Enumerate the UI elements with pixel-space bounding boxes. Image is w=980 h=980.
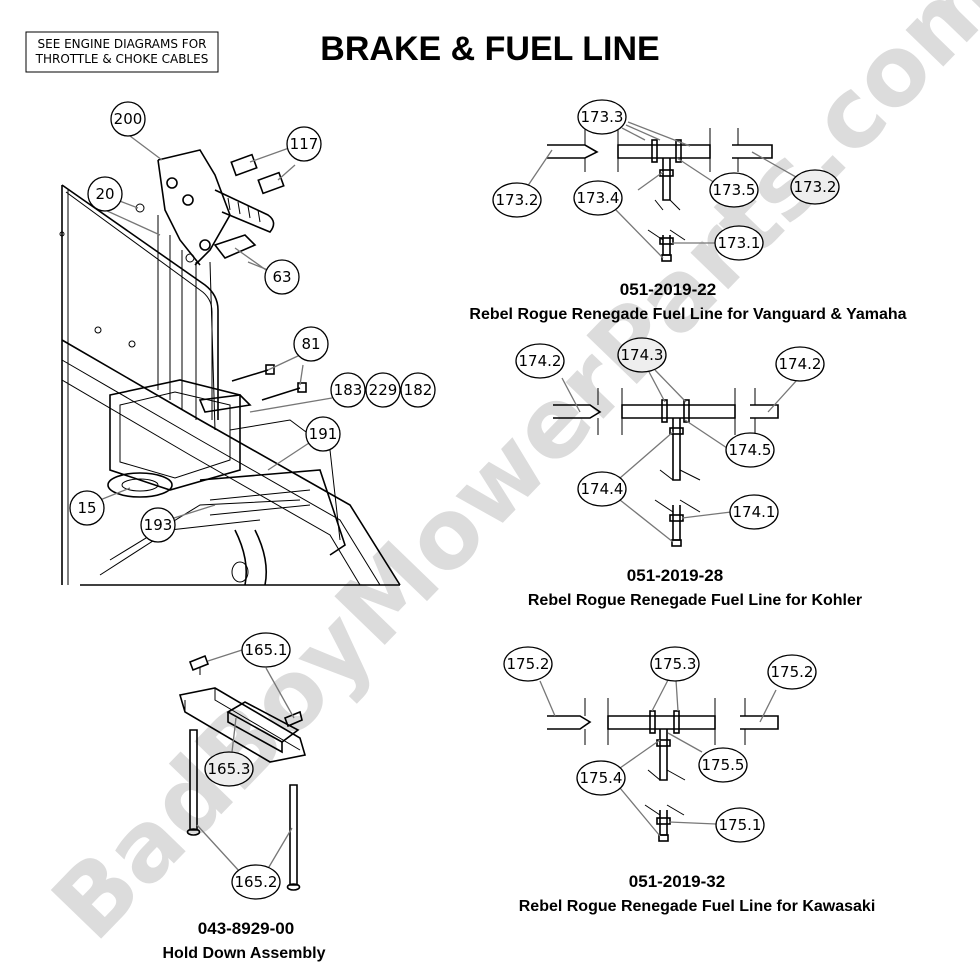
callout-63: 63 xyxy=(272,268,291,286)
callout-173-2-left: 173.2 xyxy=(496,191,539,209)
callout-174-2-right: 174.2 xyxy=(779,355,822,373)
kit22-drawing xyxy=(547,128,773,262)
kit32-description: Rebel Rogue Renegade Fuel Line for Kawas… xyxy=(519,898,876,915)
callout-165-3: 165.3 xyxy=(208,760,251,778)
callout-174-5: 174.5 xyxy=(729,441,772,459)
callout-174-2-left: 174.2 xyxy=(519,352,562,370)
hold-down-leaders xyxy=(196,649,295,873)
brake-assembly-drawing xyxy=(59,149,401,586)
callout-174-1: 174.1 xyxy=(733,503,776,521)
callout-20: 20 xyxy=(95,185,114,203)
callout-15: 15 xyxy=(77,499,96,517)
kit28-drawing xyxy=(553,388,779,547)
kit28-callouts: 174.2 174.3 174.2 174.5 174.4 174.1 xyxy=(515,337,825,530)
callout-183: 183 xyxy=(334,381,363,399)
kit28-description: Rebel Rogue Renegade Fuel Line for Kohle… xyxy=(528,592,862,609)
hold-down-part-number: 043-8929-00 xyxy=(198,919,294,938)
kit32-callouts: 175.2 175.3 175.2 175.4 175.5 175.1 xyxy=(503,646,817,843)
callout-174-4: 174.4 xyxy=(581,480,624,498)
callout-173-2-right: 173.2 xyxy=(794,178,837,196)
kit22-callouts: 173.3 173.2 173.4 173.5 173.2 173.1 xyxy=(492,99,840,261)
note-line-1: SEE ENGINE DIAGRAMS FOR xyxy=(38,37,207,51)
brake-callouts: 200 117 20 63 81 183 229 182 191 15 193 xyxy=(69,101,436,543)
brake-leaders xyxy=(99,135,333,519)
watermark: BadBoyMowerParts.com xyxy=(31,0,980,961)
kit32-leaders xyxy=(539,679,777,837)
callout-173-5: 173.5 xyxy=(713,181,756,199)
callout-173-3: 173.3 xyxy=(581,108,624,126)
kit22-leaders xyxy=(524,121,804,259)
callout-175-4: 175.4 xyxy=(580,769,623,787)
callout-173-4: 173.4 xyxy=(577,189,620,207)
callout-117: 117 xyxy=(290,135,319,153)
kit32-part-number: 051-2019-32 xyxy=(629,872,725,891)
callout-173-1: 173.1 xyxy=(718,234,761,252)
callout-165-2: 165.2 xyxy=(235,873,278,891)
callout-191: 191 xyxy=(309,425,338,443)
kit28-part-number: 051-2019-28 xyxy=(627,566,723,585)
hold-down-description: Hold Down Assembly xyxy=(163,945,326,962)
callout-200: 200 xyxy=(114,110,143,128)
callout-175-2-right: 175.2 xyxy=(771,663,814,681)
callout-165-1: 165.1 xyxy=(245,641,288,659)
hold-down-callouts: 165.1 165.3 165.2 xyxy=(204,632,291,900)
callout-175-3: 175.3 xyxy=(654,655,697,673)
note-box: SEE ENGINE DIAGRAMS FOR THROTTLE & CHOKE… xyxy=(25,31,219,73)
callout-193: 193 xyxy=(144,516,173,534)
kit28-leaders xyxy=(561,369,798,543)
callout-175-5: 175.5 xyxy=(702,756,745,774)
callout-175-1: 175.1 xyxy=(719,816,762,834)
note-line-2: THROTTLE & CHOKE CABLES xyxy=(35,52,209,66)
hold-down-drawing xyxy=(178,654,307,891)
kit32-drawing xyxy=(547,698,779,842)
callout-81: 81 xyxy=(301,335,320,353)
callout-182: 182 xyxy=(404,381,433,399)
kit22-part-number: 051-2019-22 xyxy=(620,280,716,299)
callout-174-3: 174.3 xyxy=(621,346,664,364)
callout-175-2-left: 175.2 xyxy=(507,655,550,673)
kit22-description: Rebel Rogue Renegade Fuel Line for Vangu… xyxy=(469,306,906,323)
page-title: BRAKE & FUEL LINE xyxy=(320,30,659,68)
callout-229: 229 xyxy=(369,381,398,399)
